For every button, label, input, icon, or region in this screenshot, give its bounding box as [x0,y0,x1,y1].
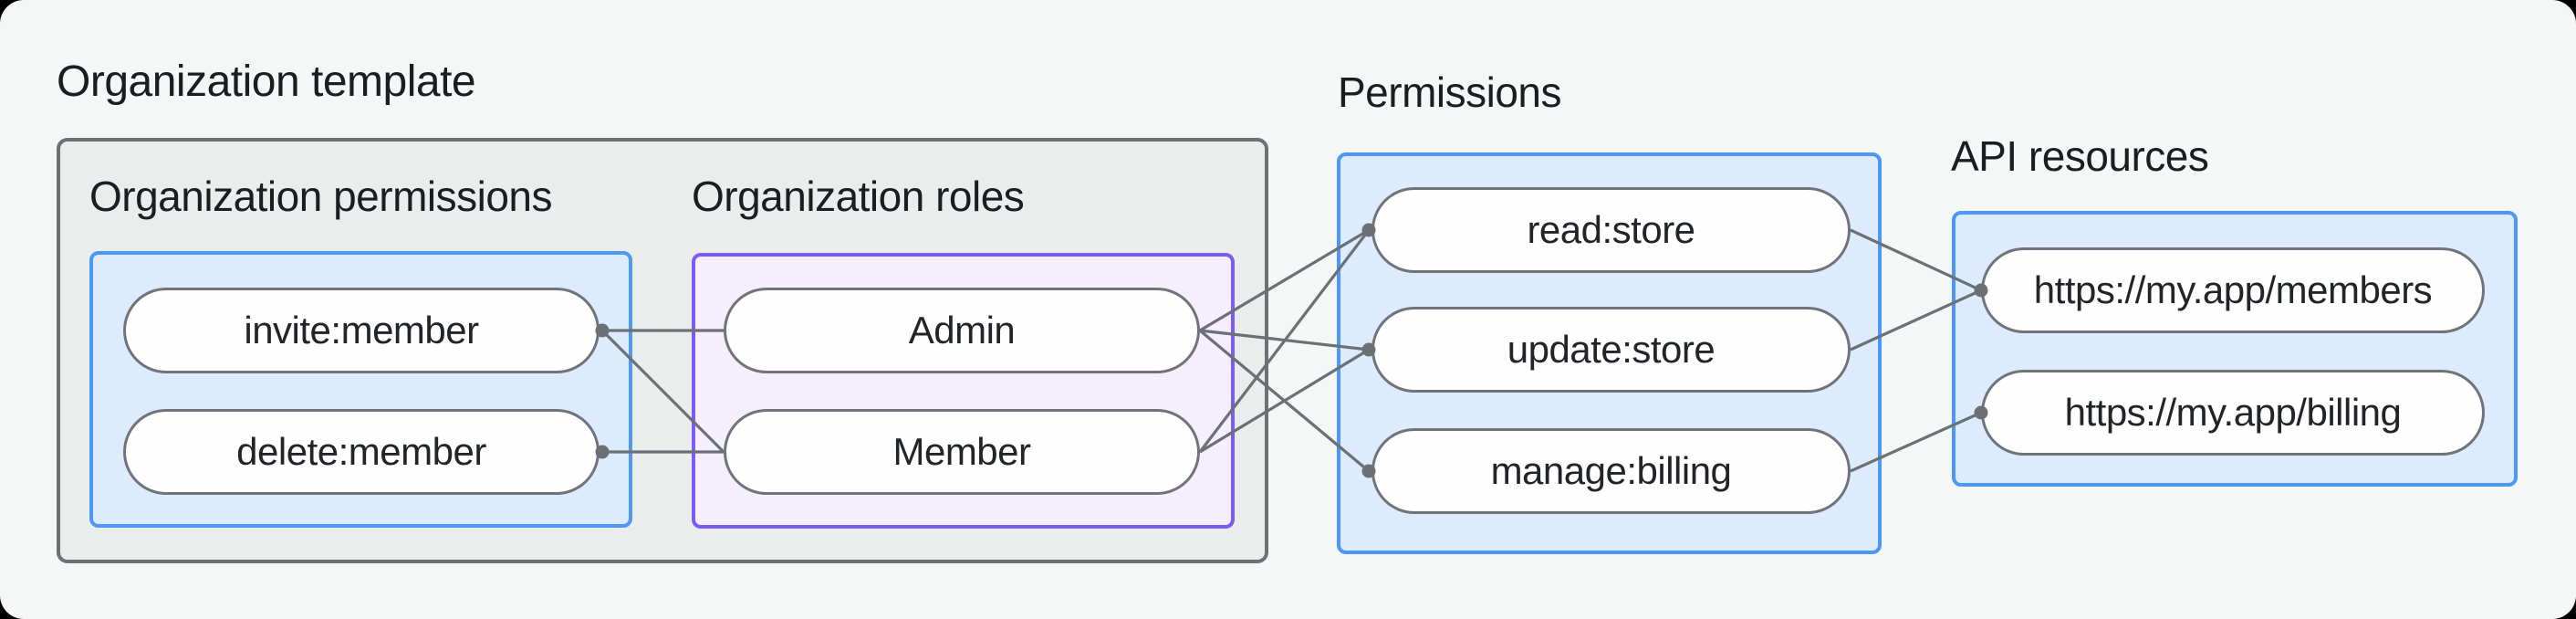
node-member-role: Member [724,409,1200,495]
organization-permissions-label: Organization permissions [89,173,553,220]
node-members-url: https://my.app/members [1981,247,2485,333]
node-invite-member: invite:member [123,288,600,373]
node-delete-member: delete:member [123,409,600,495]
node-manage-billing: manage:billing [1371,428,1851,514]
permissions-label: Permissions [1338,68,1562,116]
api-resources-label: API resources [1951,132,2209,180]
organization-roles-label: Organization roles [692,173,1025,220]
node-update-store: update:store [1371,307,1851,393]
node-read-store: read:store [1371,187,1851,273]
node-billing-url: https://my.app/billing [1981,370,2485,456]
organization-template-label: Organization template [57,58,476,106]
node-admin-role: Admin [724,288,1200,373]
